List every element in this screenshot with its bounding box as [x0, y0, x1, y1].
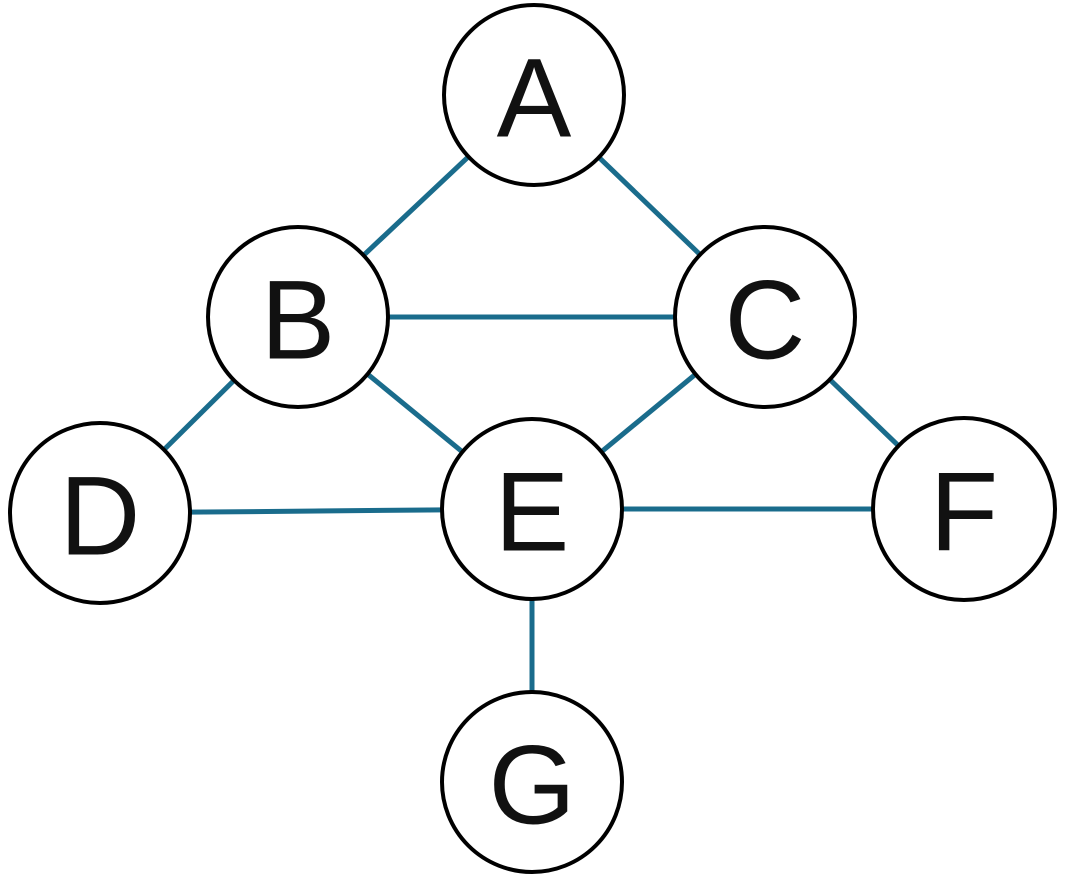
graph-node-f[interactable]: F — [871, 416, 1057, 602]
graph-edge-a-b[interactable] — [360, 153, 472, 259]
graph-node-circle-f[interactable] — [871, 416, 1057, 602]
graph-node-e[interactable]: E — [440, 417, 624, 601]
graph-node-label-e: E — [495, 450, 570, 575]
graph-node-label-a: A — [497, 36, 572, 161]
graph-node-label-b: B — [261, 258, 336, 383]
graph-node-circle-b[interactable] — [206, 225, 390, 409]
graph-node-label-d: D — [60, 454, 141, 579]
graph-node-b[interactable]: B — [206, 225, 390, 409]
graph-edge-b-d[interactable] — [160, 377, 238, 453]
graph-node-circle-e[interactable] — [440, 417, 624, 601]
graph-edge-d-e[interactable] — [187, 507, 445, 515]
graph-node-circle-g[interactable] — [440, 690, 624, 874]
graph-node-c[interactable]: C — [673, 225, 857, 409]
graph-node-d[interactable]: D — [8, 421, 192, 605]
graph-edge-c-f[interactable] — [826, 376, 902, 450]
graph-node-a[interactable]: A — [442, 3, 626, 187]
graph-edge-c-e[interactable] — [598, 371, 699, 455]
graph-node-circle-c[interactable] — [673, 225, 857, 409]
graph-edge-b-e[interactable] — [364, 370, 466, 456]
graph-node-label-c: C — [725, 258, 806, 383]
node-layer: A B C D E F G — [8, 3, 1057, 874]
graph-node-label-g: G — [488, 723, 575, 848]
graph-node-label-f: F — [930, 450, 998, 575]
graph-node-g[interactable]: G — [440, 690, 624, 874]
graph-node-circle-a[interactable] — [442, 3, 626, 187]
graph-edge-a-c[interactable] — [595, 154, 704, 258]
edge-layer — [160, 153, 902, 694]
graph-node-circle-d[interactable] — [8, 421, 192, 605]
